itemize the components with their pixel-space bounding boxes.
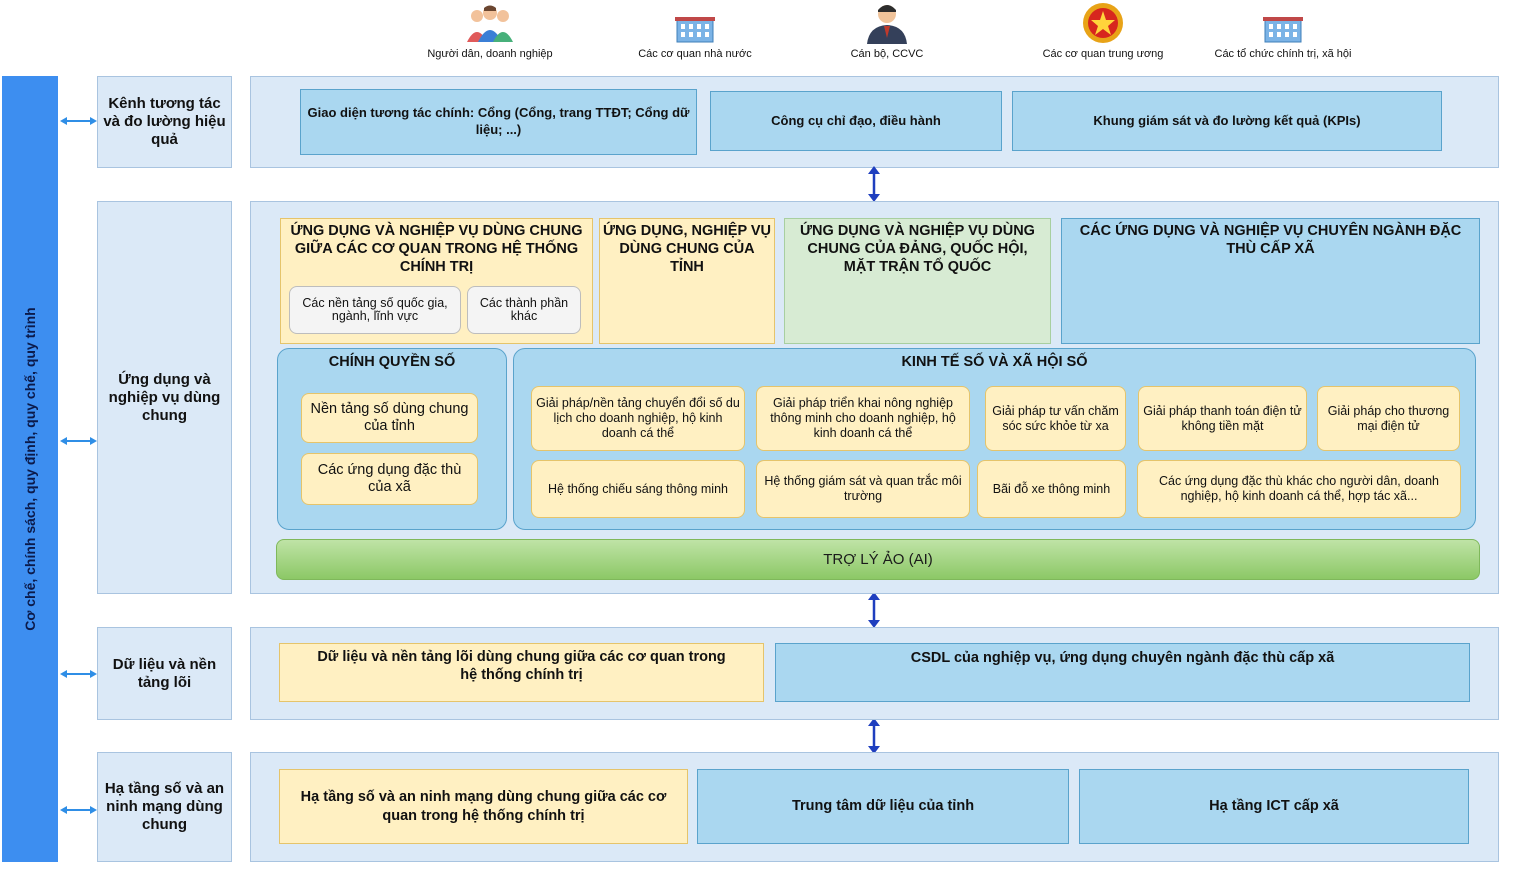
- commune-apps-box: CÁC ỨNG DỤNG VÀ NGHIỆP VỤ CHUYÊN NGÀNH Đ…: [1061, 218, 1480, 344]
- actor-officials: Cán bộ, CCVC: [802, 0, 972, 60]
- bidirectional-arrow-icon: [60, 670, 97, 678]
- actor-label: Các cơ quan nhà nước: [638, 48, 752, 60]
- bidirectional-arrow-icon: [60, 437, 97, 445]
- actor-label: Cán bộ, CCVC: [850, 48, 924, 60]
- province-shared-platform-item: Nền tảng số dùng chung của tỉnh: [301, 393, 478, 443]
- smart-lighting-item: Hệ thống chiếu sáng thông minh: [531, 460, 745, 518]
- national-platforms-box: Các nền tảng số quốc gia, ngành, lĩnh vự…: [289, 286, 461, 334]
- policy-bar-label: Cơ chế, chính sách, quy định, quy chế, q…: [22, 307, 38, 631]
- ai-assistant-bar: TRỢ LÝ ẢO (AI): [276, 539, 1480, 580]
- actor-state-agencies: Các cơ quan nhà nước: [610, 0, 780, 60]
- other-components-box: Các thành phần khác: [467, 286, 581, 334]
- commune-ict-infrastructure-box: Hạ tầng ICT cấp xã: [1079, 769, 1469, 844]
- people-icon: [405, 0, 575, 44]
- other-specific-apps-item: Các ứng dụng đặc thù khác cho người dân,…: [1137, 460, 1461, 518]
- bidirectional-arrow-icon: [60, 117, 97, 125]
- smart-parking-item: Bãi đỗ xe thông minh: [977, 460, 1126, 518]
- province-apps-box: ỨNG DỤNG, NGHIỆP VỤ DÙNG CHUNG CỦA TỈNH: [599, 218, 775, 344]
- environment-monitoring-item: Hệ thống giám sát và quan trắc môi trườn…: [756, 460, 970, 518]
- actor-political-organizations: Các tổ chức chính trị, xã hội: [1198, 0, 1368, 60]
- portal-box: Giao diện tương tác chính: Cổng (Cổng, t…: [300, 89, 697, 155]
- shared-infrastructure-box: Hạ tầng số và an ninh mạng dùng chung gi…: [279, 769, 688, 844]
- kpi-framework-box: Khung giám sát và đo lường kết quả (KPIs…: [1012, 91, 1442, 151]
- telehealth-item: Giải pháp tư vấn chăm sóc sức khỏe từ xa: [985, 386, 1126, 451]
- building-icon: [610, 0, 780, 44]
- province-apps-title: ỨNG DỤNG, NGHIỆP VỤ DÙNG CHUNG CỦA TỈNH: [602, 223, 772, 276]
- commune-specific-apps-item: Các ứng dụng đặc thù của xã: [301, 453, 478, 505]
- party-apps-title: ỨNG DỤNG VÀ NGHIỆP VỤ DÙNG CHUNG CỦA ĐẢN…: [800, 223, 1035, 276]
- steering-tools-box: Công cụ chỉ đạo, điều hành: [710, 91, 1002, 151]
- national-emblem-icon: [1018, 0, 1188, 44]
- provincial-data-center-box: Trung tâm dữ liệu của tỉnh: [697, 769, 1069, 844]
- commune-apps-title: CÁC ỨNG DỤNG VÀ NGHIỆP VỤ CHUYÊN NGÀNH Đ…: [1079, 223, 1462, 258]
- actor-citizens: Người dân, doanh nghiệp: [405, 0, 575, 60]
- bidirectional-arrow-icon: [60, 806, 97, 814]
- bidirectional-arrow-icon: [868, 718, 880, 754]
- shared-core-data-box: Dữ liệu và nền tảng lõi dùng chung giữa …: [279, 643, 764, 702]
- cashless-payment-item: Giải pháp thanh toán điện tử không tiền …: [1138, 386, 1307, 451]
- policy-bar: Cơ chế, chính sách, quy định, quy chế, q…: [2, 76, 58, 862]
- digital-government-title: CHÍNH QUYỀN SỐ: [328, 354, 456, 370]
- actor-label: Người dân, doanh nghiệp: [427, 48, 553, 60]
- digital-economy-title: KINH TẾ SỐ VÀ XÃ HỘI SỐ: [901, 354, 1088, 370]
- ecommerce-item: Giải pháp cho thương mại điện tử: [1317, 386, 1460, 451]
- party-apps-box: ỨNG DỤNG VÀ NGHIỆP VỤ DÙNG CHUNG CỦA ĐẢN…: [784, 218, 1051, 344]
- layer-label-apps: Ứng dụng và nghiệp vụ dùng chung: [97, 201, 232, 594]
- actor-label: Các cơ quan trung ương: [1042, 48, 1164, 60]
- smart-agriculture-item: Giải pháp triển khai nông nghiệp thông m…: [756, 386, 970, 451]
- layer-label-interaction: Kênh tương tác và đo lường hiệu quả: [97, 76, 232, 168]
- officer-icon: [802, 0, 972, 44]
- tourism-solution-item: Giải pháp/nền tảng chuyển đổi số du lịch…: [531, 386, 745, 451]
- actor-central-agencies: Các cơ quan trung ương: [1018, 0, 1188, 60]
- building-icon: [1198, 0, 1368, 44]
- actor-label: Các tổ chức chính trị, xã hội: [1214, 48, 1352, 60]
- political-system-apps-title: ỨNG DỤNG VÀ NGHIỆP VỤ DÙNG CHUNG GIỮA CÁ…: [290, 223, 583, 276]
- layer-label-data: Dữ liệu và nền tảng lõi: [97, 627, 232, 720]
- commune-databases-box: CSDL của nghiệp vụ, ứng dụng chuyên ngàn…: [775, 643, 1470, 702]
- bidirectional-arrow-icon: [868, 592, 880, 628]
- layer-label-infra: Hạ tầng số và an ninh mạng dùng chung: [97, 752, 232, 862]
- bidirectional-arrow-icon: [868, 166, 880, 202]
